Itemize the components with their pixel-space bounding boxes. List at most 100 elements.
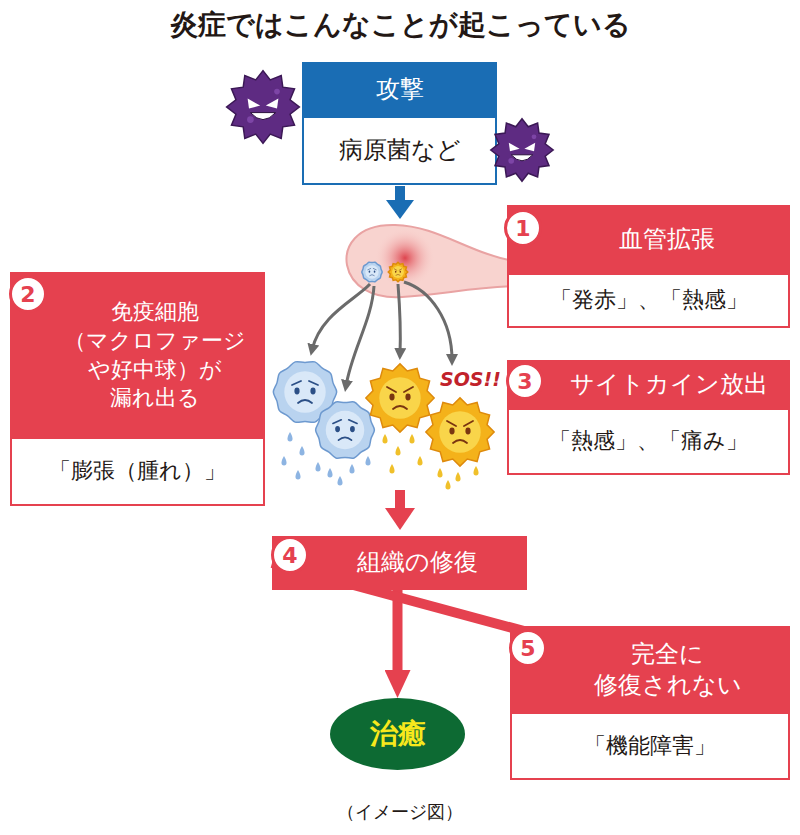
cell-body	[388, 262, 408, 282]
box-title: 攻撃	[376, 74, 424, 105]
droplet	[445, 480, 450, 490]
cell-eye	[465, 428, 470, 435]
cell-eye	[374, 271, 376, 273]
box-text: 「膨張（腫れ）」	[49, 457, 226, 486]
cell-mouth	[396, 274, 400, 276]
cell-eye	[310, 388, 315, 395]
immune-cell	[316, 402, 375, 458]
process-box: サイトカイン放出「熱感」、「痛み」	[507, 360, 790, 475]
virus-body	[491, 119, 553, 181]
cell-body	[426, 398, 494, 466]
cell-body	[362, 262, 382, 282]
cell-mouth	[393, 406, 407, 409]
cell-eye	[395, 271, 396, 273]
virus-eye	[266, 99, 279, 109]
droplet	[409, 434, 414, 444]
cell-eye	[369, 271, 371, 273]
box-header: 治癒	[330, 698, 465, 770]
droplet	[365, 456, 370, 466]
callout-number: 4	[271, 536, 309, 574]
droplet	[299, 446, 304, 456]
cell-brow	[447, 421, 473, 426]
box-title: 治癒	[370, 716, 426, 752]
flow-arrow	[404, 282, 452, 360]
cell-core	[392, 266, 404, 278]
cell-body	[316, 402, 375, 458]
virus-icon	[491, 119, 553, 181]
cell-brow	[387, 387, 413, 392]
droplet	[315, 462, 320, 472]
droplet	[473, 466, 478, 476]
droplet	[337, 476, 342, 486]
cell-core	[326, 411, 364, 449]
cell-core	[439, 411, 480, 452]
cytokine-cell	[426, 398, 494, 466]
droplet	[389, 464, 394, 474]
box-header: 血管拡張	[507, 205, 790, 275]
virus-icon	[227, 71, 300, 144]
immune-cell	[362, 262, 382, 282]
cell-eye	[350, 426, 355, 432]
flow-arrow-head	[386, 200, 414, 219]
flow-arrow	[393, 590, 403, 678]
process-box: 血管拡張「発赤」、「熱感」	[507, 205, 790, 328]
virus-mouth	[250, 113, 275, 120]
cell-brow	[368, 268, 376, 269]
cell-eye	[294, 388, 299, 395]
cell-body	[366, 364, 434, 432]
box-body: 「膨張（腫れ）」	[10, 439, 265, 506]
box-header: サイトカイン放出	[507, 360, 790, 410]
box-text: 「熱感」、「痛み」	[549, 427, 748, 456]
virus-spot	[274, 89, 280, 95]
virus-eye	[509, 143, 520, 151]
virus-spot	[247, 116, 254, 123]
virus-spot	[508, 158, 514, 164]
process-box: 免疫細胞 （マクロファージ や好中球）が 漏れ出る「膨張（腫れ）」	[10, 272, 265, 506]
result-ellipse: 治癒	[330, 698, 465, 770]
box-text: 「発赤」、「熱感」	[550, 286, 748, 315]
process-box: 攻撃病原菌など	[302, 62, 497, 185]
box-body: 病原菌など	[302, 118, 497, 185]
flow-arrow-shaft	[395, 186, 405, 202]
droplet	[327, 468, 332, 478]
box-title: 組織の修復	[357, 547, 478, 578]
cell-core	[284, 371, 325, 412]
droplet	[295, 470, 300, 480]
cell-eye	[400, 271, 401, 273]
droplet	[437, 468, 442, 478]
box-header: 完全に 修復されない	[510, 626, 790, 714]
cell-eye	[405, 394, 410, 401]
virus-body	[227, 71, 300, 144]
cell-eye	[335, 426, 340, 432]
box-header: 攻撃	[302, 62, 497, 118]
box-body: 「熱感」、「痛み」	[507, 410, 790, 475]
process-box: 完全に 修復されない「機能障害」	[510, 626, 790, 780]
box-body: 「発赤」、「熱感」	[507, 275, 790, 328]
flow-arrow	[346, 286, 374, 386]
box-header: 組織の修復	[272, 536, 527, 590]
cell-mouth	[370, 274, 375, 276]
callout-number: 5	[509, 629, 547, 667]
flow-arrow-head	[385, 508, 415, 530]
virus-eye	[248, 99, 261, 109]
caption: （イメージ図）	[0, 800, 800, 824]
callout-number: 3	[506, 362, 544, 400]
cell-brow	[292, 381, 318, 385]
cell-core	[379, 377, 420, 418]
droplet	[455, 472, 460, 482]
virus-mouth	[511, 155, 533, 161]
virus-eye	[524, 143, 535, 151]
virus-spot	[532, 134, 537, 139]
droplet	[382, 434, 387, 444]
cell-brow	[394, 269, 401, 270]
box-title: 免疫細胞 （マクロファージ や好中球）が 漏れ出る	[60, 298, 249, 412]
cell-mouth	[298, 400, 312, 403]
cell-mouth	[339, 437, 352, 440]
box-text: 病原菌など	[339, 135, 461, 166]
cytokine-cell	[388, 262, 408, 282]
process-band: 組織の修復	[272, 536, 527, 590]
sos-text: SOS!!	[440, 368, 501, 390]
callout-number: 2	[9, 275, 47, 313]
cell-eye	[449, 428, 454, 435]
cell-eye	[389, 394, 394, 401]
